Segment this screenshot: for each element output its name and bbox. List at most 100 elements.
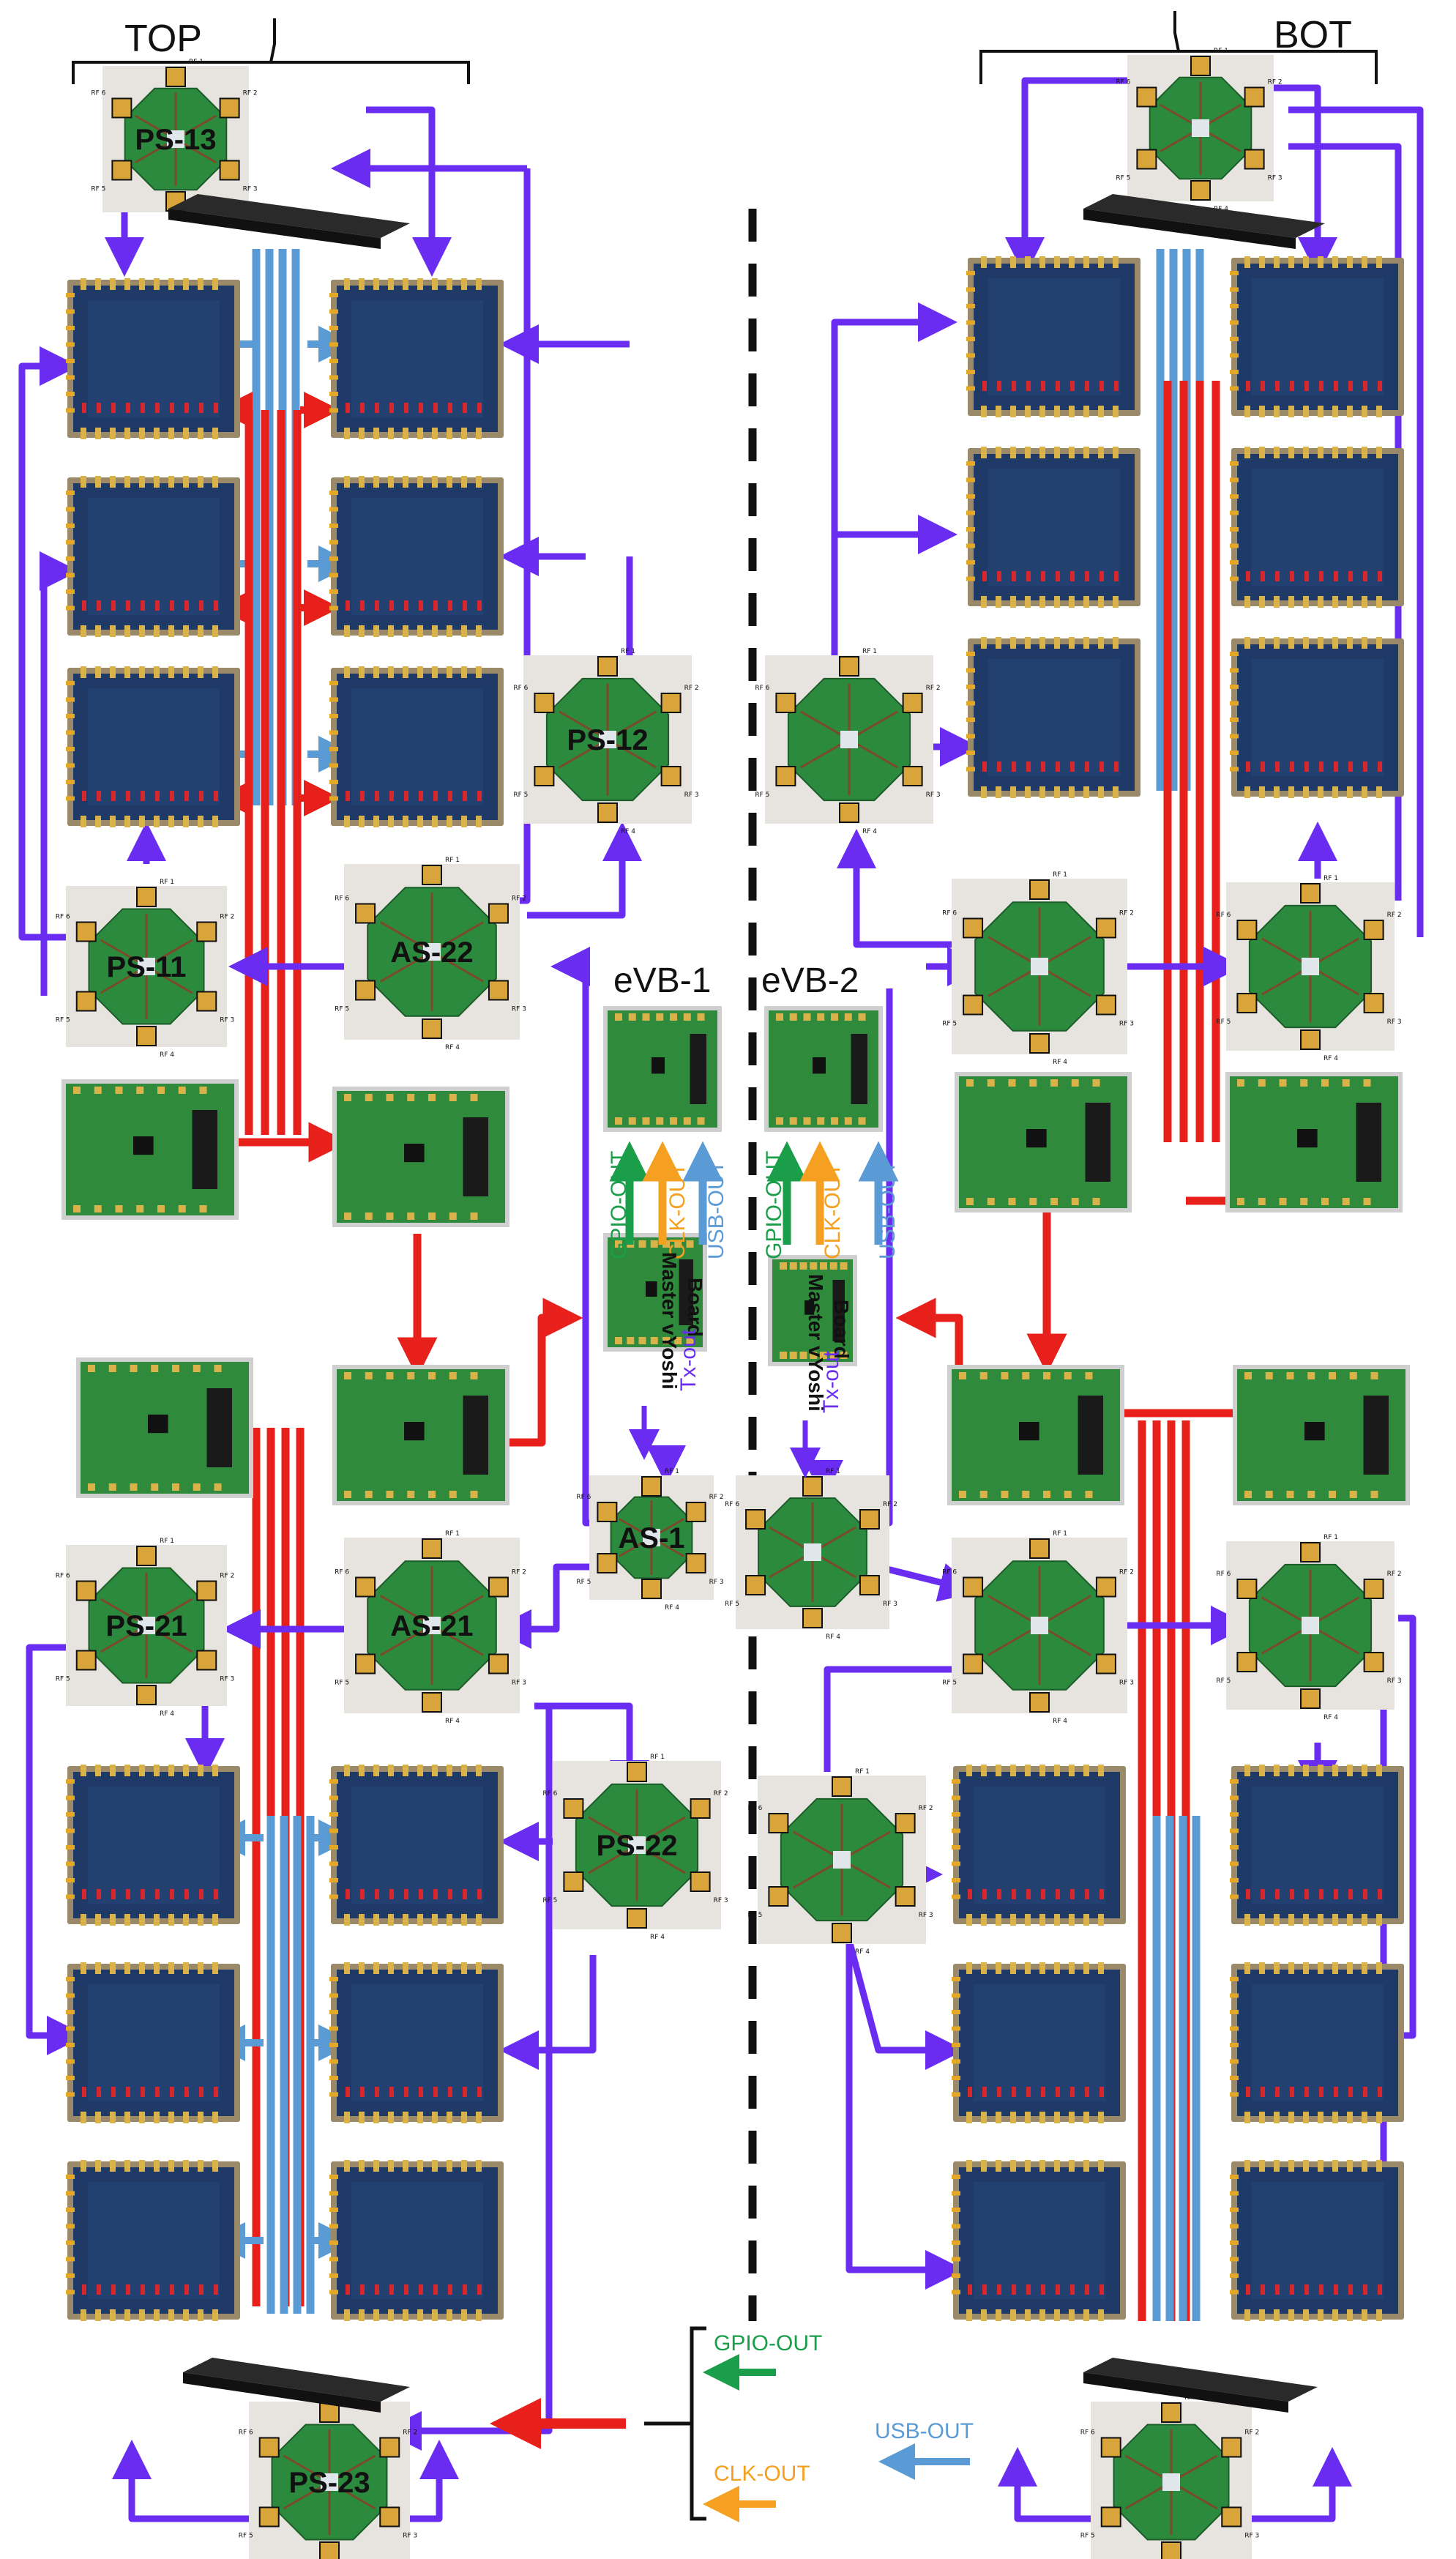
rf-port-label: RF 1 <box>665 1468 679 1475</box>
eval-board-left-upper-eval-1 <box>61 1079 239 1220</box>
switch-bot-bottom: RF 1RF 2RF 3RF 4RF 5RF 6 <box>1080 2394 1259 2559</box>
tx-out-label-right: Tx-out <box>819 1350 843 1413</box>
switch-bot-as-upper-2: RF 1RF 2RF 3RF 4RF 5RF 6 <box>1216 875 1401 1062</box>
clk-label-left: CLK-OUT <box>665 1163 690 1259</box>
rf-port-label: RF 2 <box>220 1573 234 1580</box>
switch-bot-as-upper-1: RF 1RF 2RF 3RF 4RF 5RF 6 <box>942 871 1134 1066</box>
rf-port-label: RF 2 <box>883 1501 897 1508</box>
digitizer-board-right-top-1-1 <box>966 256 1140 417</box>
rf-port-label: RF 5 <box>335 1006 349 1013</box>
rf-port-label: RF 3 <box>220 1017 234 1024</box>
switch-ps-12: RF 1RF 2RF 3RF 4RF 5RF 6PS-12 <box>513 648 698 835</box>
switch-ps-11-label: PS-11 <box>107 951 187 983</box>
rf-port-label: RF 5 <box>755 791 769 799</box>
digitizer-board-right-top-1-2 <box>1230 256 1404 417</box>
rf-port-label: RF 5 <box>56 1676 70 1683</box>
switch-ps-22: RF 1RF 2RF 3RF 4RF 5RF 6PS-22 <box>542 1754 728 1941</box>
rf-port-label: RF 1 <box>855 1768 870 1776</box>
rf-port-label: RF 6 <box>1116 79 1130 86</box>
usb-hub-left-bottom <box>183 2358 410 2413</box>
top-header: TOP <box>124 18 202 60</box>
evb-1-board <box>603 1006 722 1132</box>
rf-port-label: RF 2 <box>1119 910 1134 917</box>
top-bracket <box>72 18 470 84</box>
rf-port-label: RF 4 <box>1053 1718 1067 1725</box>
digitizer-board-left-bot-2-2 <box>329 1962 504 2123</box>
rf-port-label: RF 5 <box>1216 1677 1231 1685</box>
rf-port-label: RF 5 <box>747 1912 762 1919</box>
rf-port-label: RF 4 <box>445 1718 460 1725</box>
rf-port-label: RF 3 <box>709 1579 724 1586</box>
purple-route <box>845 1940 965 2290</box>
rf-port-label: RF 3 <box>1268 175 1283 182</box>
digitizer-board-left-bot-3-2 <box>329 2160 504 2321</box>
eval-board-right-lower-eval-1 <box>947 1365 1124 1505</box>
digitizer-board-left-top-1-1 <box>66 278 240 439</box>
rf-port-label: RF 2 <box>1387 1571 1402 1578</box>
purple-route <box>824 1666 1003 1772</box>
rf-port-label: RF 2 <box>919 1805 933 1812</box>
rf-port-label: RF 1 <box>160 1538 174 1545</box>
legend: GPIO-OUT CLK-OUT USB-OUT <box>490 2326 974 2522</box>
usb-hub-left-top <box>168 194 410 249</box>
wire-overlay-layer <box>609 1141 899 1478</box>
rf-port-label: RF 4 <box>1324 1714 1338 1721</box>
rf-port-label: RF 2 <box>684 685 699 692</box>
evb-1-label: eVB-1 <box>613 961 711 1000</box>
switch-ps-13-label: PS-13 <box>135 124 216 156</box>
rf-port-label: RF 1 <box>862 648 877 655</box>
usb-hub-right-top <box>1083 194 1325 249</box>
switch-ps-21-label: PS-21 <box>105 1610 187 1642</box>
clk-label-right: CLK-OUT <box>821 1163 845 1259</box>
rf-port-label: RF 5 <box>576 1579 591 1586</box>
digitizer-board-right-bot-1-1 <box>952 1765 1126 1926</box>
rf-port-label: RF 1 <box>1324 1534 1338 1541</box>
rf-port-label: RF 6 <box>56 914 70 921</box>
master-board-left-line2: Board <box>684 1278 706 1337</box>
eval-board-right-upper-eval-2 <box>1225 1072 1403 1213</box>
purple-route <box>998 2447 1113 2522</box>
switch-bot-as-1: RF 1RF 2RF 3RF 4RF 5RF 6 <box>725 1468 897 1641</box>
switch-ps-22-label: PS-22 <box>596 1830 677 1862</box>
switch-ps-23: RF 1RF 2RF 3RF 4RF 5RF 6PS-23 <box>239 2394 417 2559</box>
digitizer-board-left-top-1-2 <box>329 278 504 439</box>
rf-port-label: RF 6 <box>755 685 769 692</box>
rf-port-label: RF 1 <box>621 648 635 655</box>
rf-port-label: RF 3 <box>684 791 699 799</box>
rf-port-label: RF 6 <box>513 685 528 692</box>
red-arrow <box>505 1297 583 1447</box>
digitizer-board-right-bot-3-1 <box>952 2160 1126 2321</box>
rf-port-label: RF 2 <box>403 2429 417 2437</box>
eval-board-right-upper-eval-1 <box>955 1072 1132 1213</box>
rf-port-label: RF 6 <box>542 1790 557 1798</box>
purple-route <box>112 2440 264 2522</box>
master-board-right <box>768 1255 857 1366</box>
eval-board-right-lower-eval-2 <box>1233 1365 1410 1505</box>
purple-route <box>499 1955 597 2070</box>
rf-port-label: RF 2 <box>1119 1569 1134 1576</box>
switch-ps-12-label: PS-12 <box>567 724 648 756</box>
rf-port-label: RF 4 <box>826 1634 840 1641</box>
digitizer-board-left-top-2-2 <box>329 476 504 637</box>
rf-port-label: RF 3 <box>403 2533 417 2540</box>
rf-port-label: RF 2 <box>243 90 258 97</box>
digitizer-board-left-bot-2-1 <box>66 1962 240 2123</box>
rf-port-label: RF 3 <box>926 791 941 799</box>
tx-out-label-left: Tx-out <box>676 1328 701 1391</box>
evb-2-board <box>764 1006 883 1132</box>
rf-port-label: RF 6 <box>91 90 105 97</box>
bot-bracket <box>979 11 1378 84</box>
purple-route <box>18 346 132 941</box>
switch-as-1: RF 1RF 2RF 3RF 4RF 5RF 6AS-1 <box>576 1468 723 1612</box>
rf-port-label: RF 4 <box>1053 1059 1067 1066</box>
digitizer-board-left-top-3-2 <box>329 666 504 827</box>
rf-port-label: RF 1 <box>1324 875 1338 882</box>
rf-port-label: RF 6 <box>335 895 349 903</box>
digitizer-board-right-bot-2-1 <box>952 1962 1126 2123</box>
gpio-label-left: GPIO-OUT <box>607 1151 631 1259</box>
switch-ps-23-label: PS-23 <box>288 2467 370 2499</box>
rf-port-label: RF 6 <box>56 1573 70 1580</box>
switch-as-1-label: AS-1 <box>618 1522 684 1554</box>
digitizer-board-left-bot-1-1 <box>66 1765 240 1926</box>
rf-port-label: RF 3 <box>1387 1677 1402 1685</box>
